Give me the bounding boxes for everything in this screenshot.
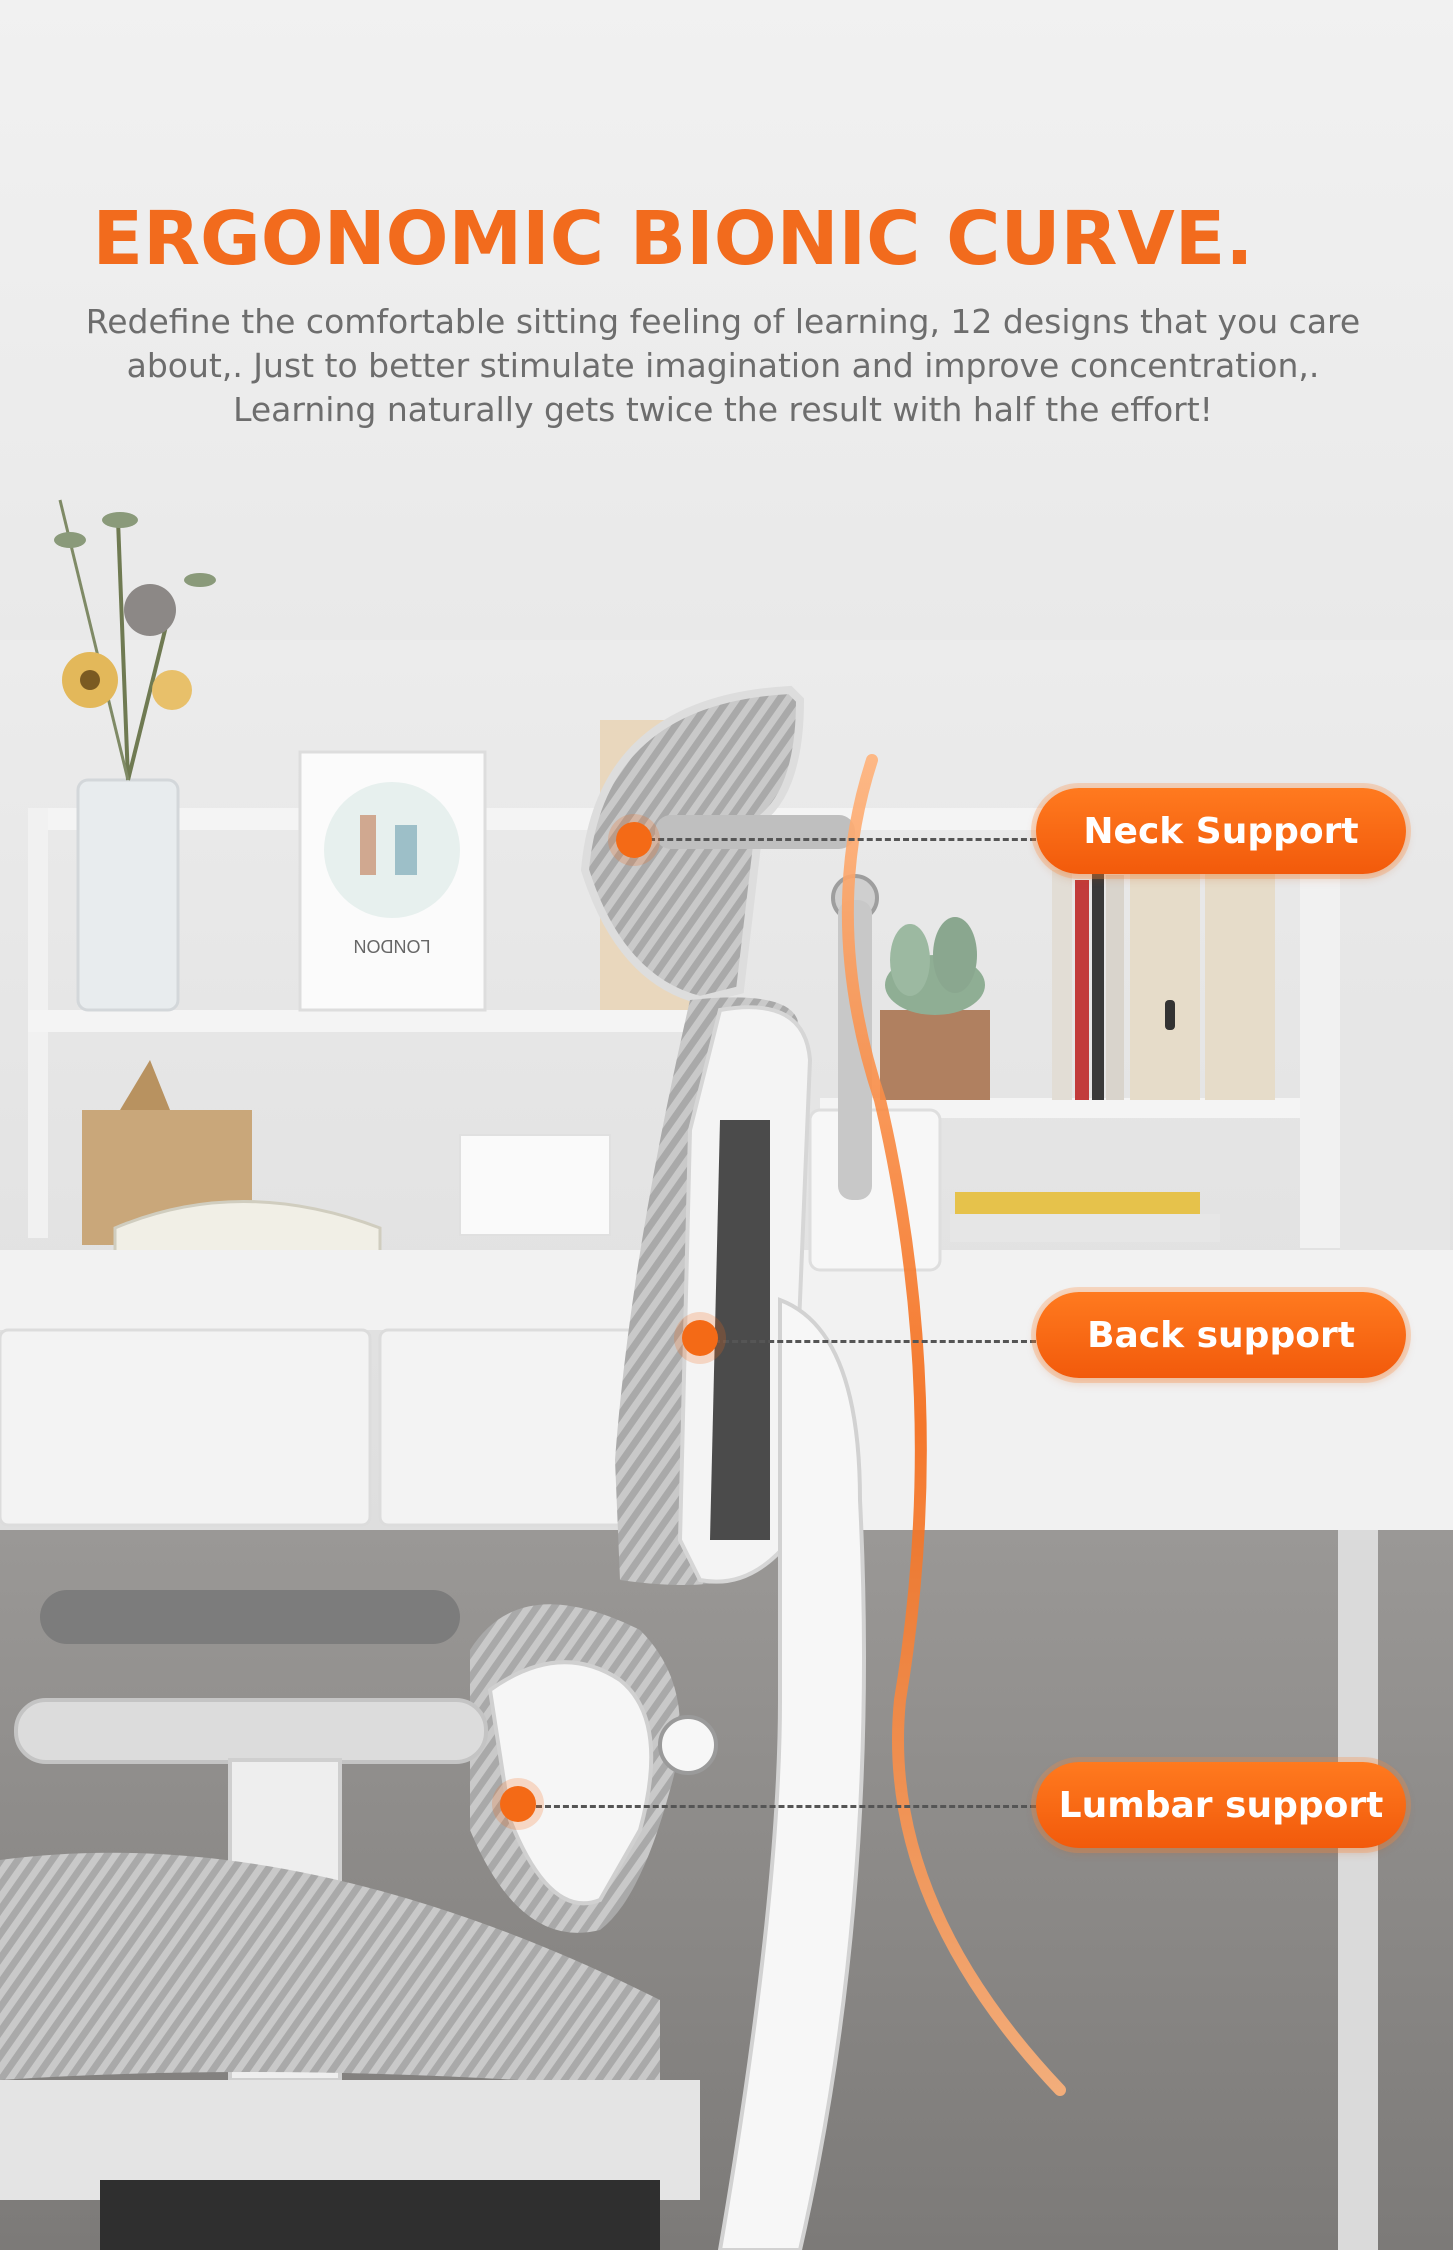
lumbar-leader-line [527, 1805, 1036, 1808]
subtitle: Redefine the comfortable sitting feeling… [60, 300, 1386, 432]
neck-hotspot [616, 822, 652, 858]
neck-leader-line [640, 838, 1036, 841]
headline: ERGONOMIC BIONIC CURVE. [92, 196, 1254, 282]
back-leader-line [705, 1340, 1036, 1343]
subtitle-line-3: Learning naturally gets twice the result… [233, 390, 1213, 429]
lumbar-hotspot [500, 1786, 536, 1822]
back-hotspot [682, 1320, 718, 1356]
vase [76, 778, 180, 1012]
subtitle-line-2: about,. Just to better stimulate imagina… [126, 346, 1320, 385]
office-chair [0, 685, 879, 2250]
subtitle-line-1: Redefine the comfortable sitting feeling… [85, 302, 1361, 341]
plant-pot [880, 1010, 990, 1100]
lumbar-support-callout: Lumbar support [1036, 1762, 1406, 1848]
neck-support-callout: Neck Support [1036, 788, 1406, 874]
back-support-callout: Back support [1036, 1292, 1406, 1378]
spine-curve [841, 754, 1066, 2096]
background-top [0, 0, 1453, 640]
calendar-text: LONDON [353, 936, 430, 956]
